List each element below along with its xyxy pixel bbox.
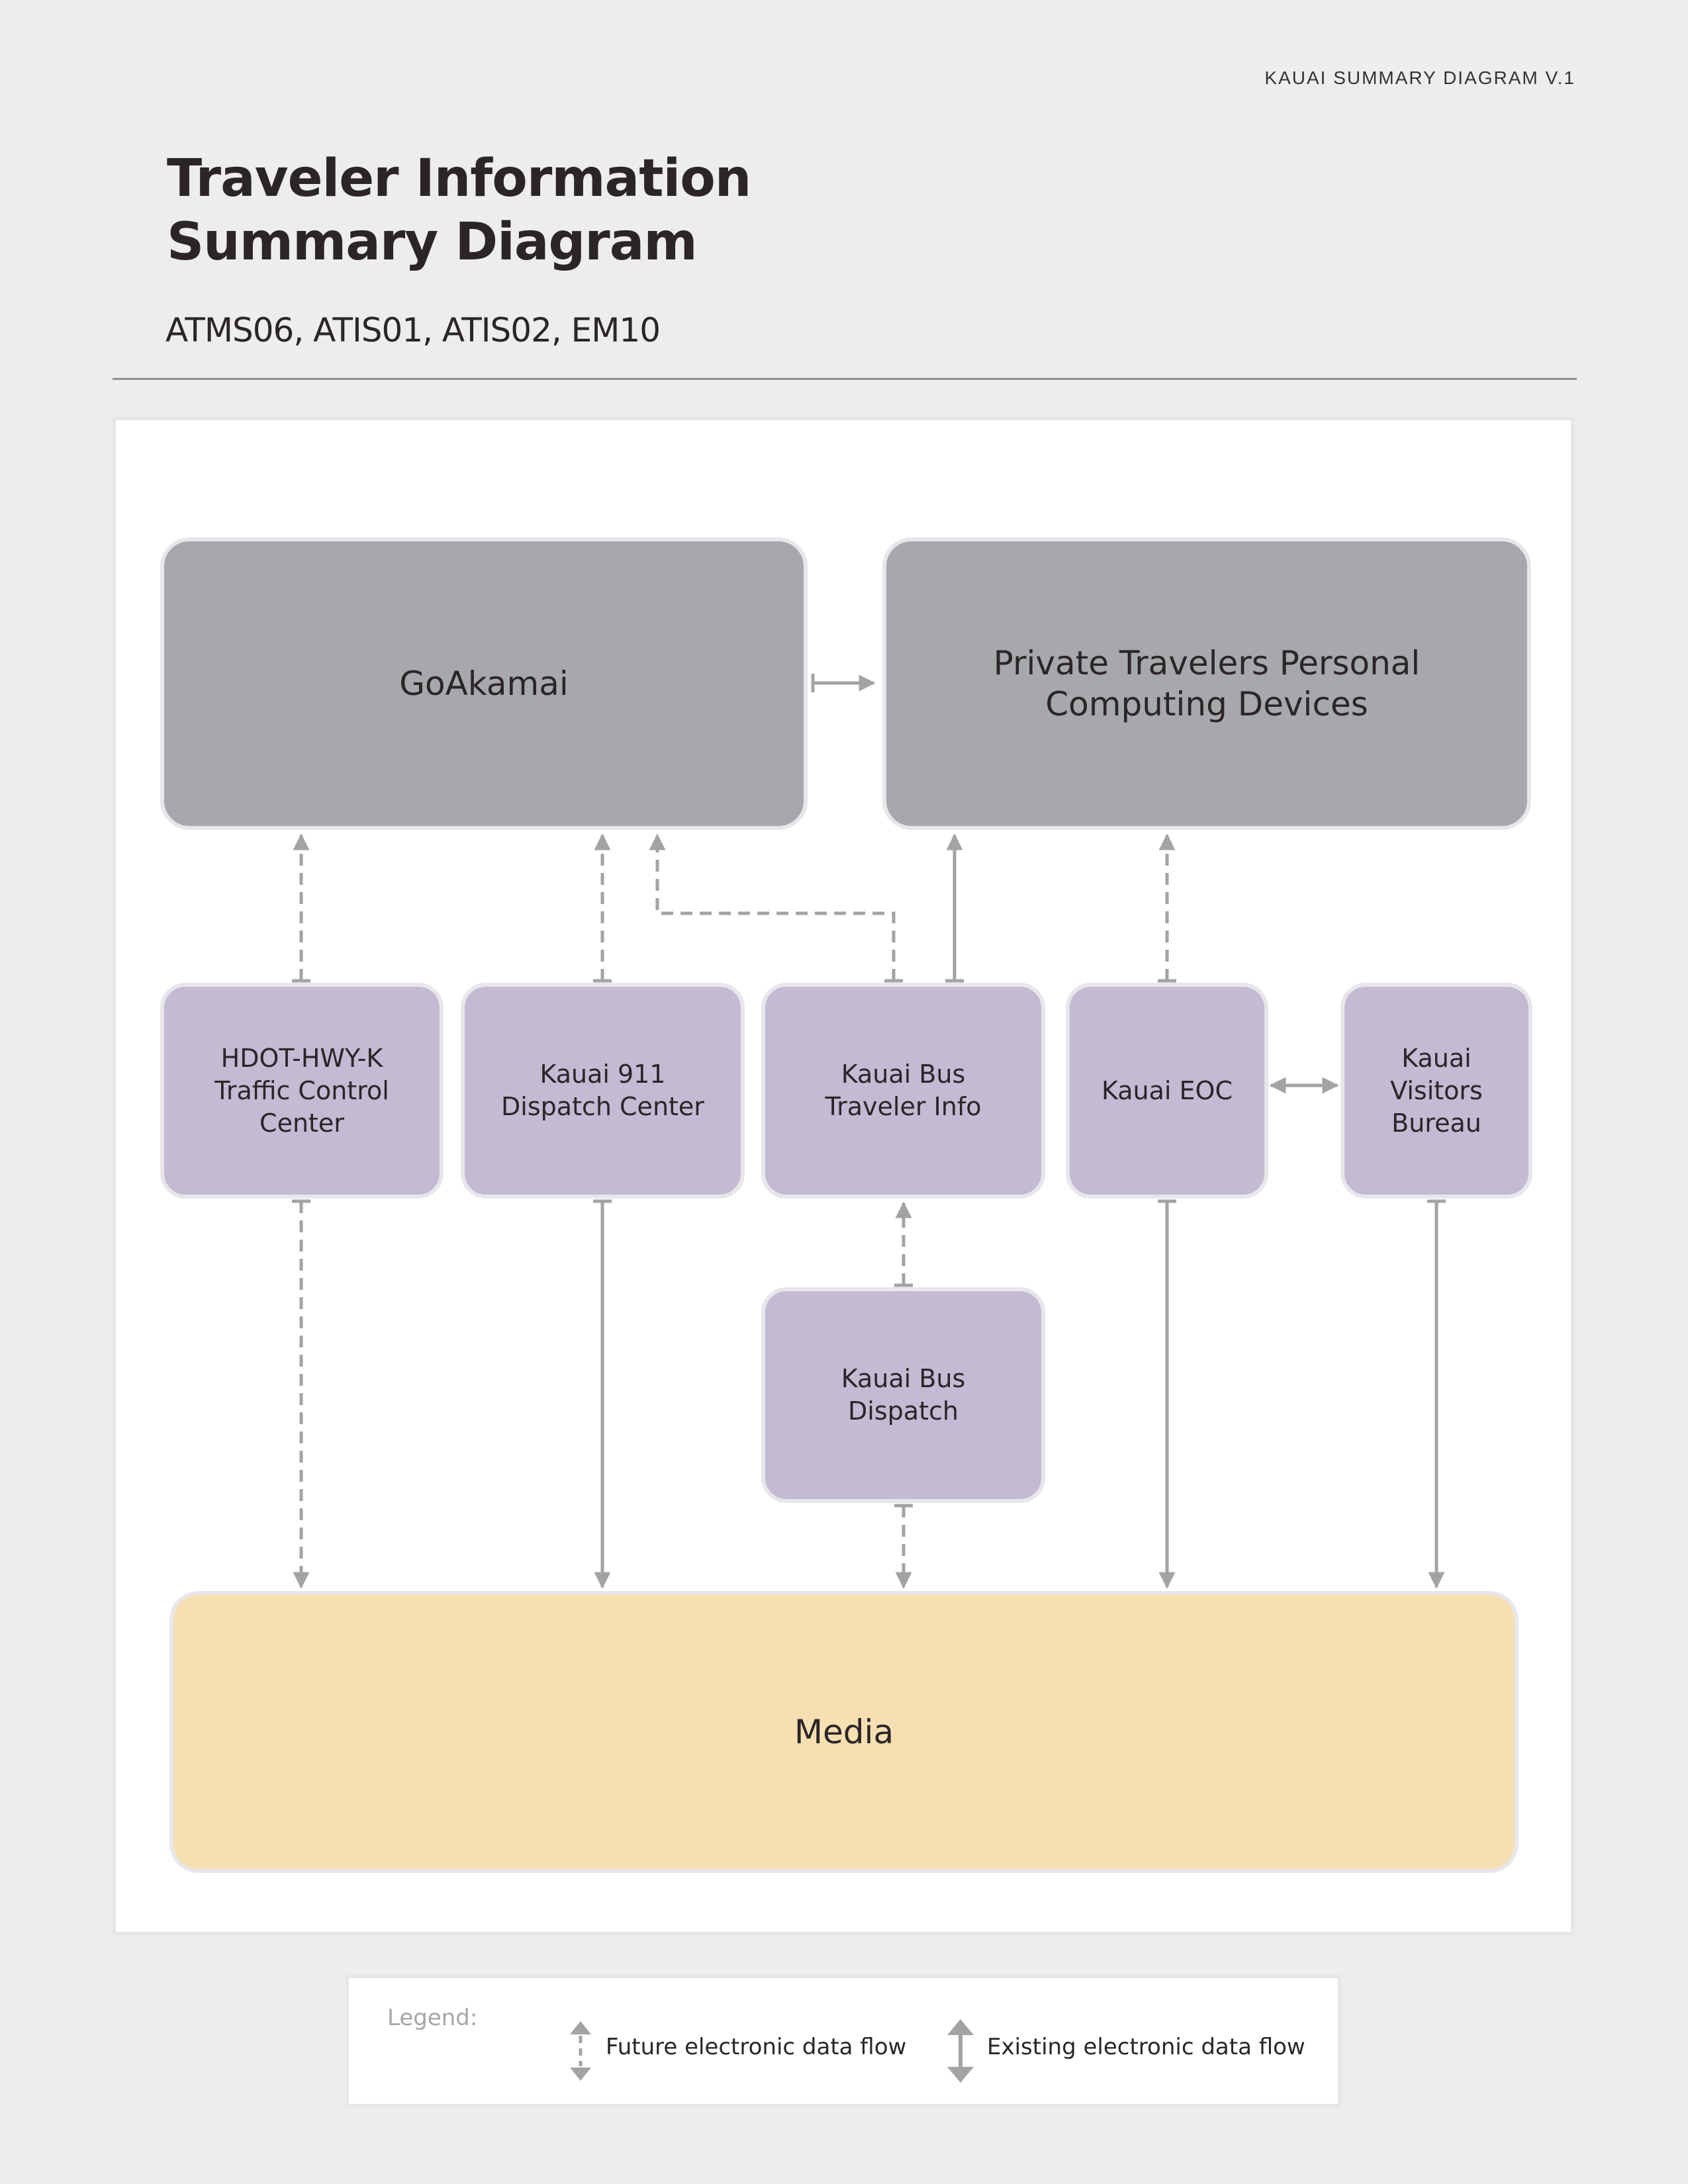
page-title: Traveler Information Summary Diagram [167, 147, 751, 274]
node-bus-traveler-info-label: Kauai Bus Traveler Info [825, 1060, 982, 1121]
legend-existing-label: Existing electronic data flow [987, 2034, 1305, 2060]
page-subtitle: ATMS06, ATIS01, ATIS02, EM10 [165, 311, 661, 349]
node-private-devices: Private Travelers Personal Computing Dev… [882, 537, 1531, 830]
existing-flow-icon [947, 2019, 974, 2083]
node-goakamai-label: GoAkamai [399, 664, 569, 703]
future-flow-icon [570, 2021, 591, 2081]
legend-title: Legend: [387, 2005, 478, 2031]
node-kauai-911: Kauai 911 Dispatch Center [461, 983, 745, 1199]
title-line-2: Summary Diagram [167, 212, 698, 272]
node-hdot-label: HDOT-HWY-K Traffic Control Center [214, 1043, 389, 1138]
node-goakamai: GoAkamai [160, 537, 808, 830]
legend: Legend: Future electronic data flow Exis… [346, 1975, 1341, 2107]
node-visitors-bureau: Kauai Visitors Bureau [1340, 983, 1532, 1199]
node-bus-dispatch: Kauai Bus Dispatch [761, 1287, 1045, 1503]
node-private-devices-label: Private Travelers Personal Computing Dev… [993, 644, 1421, 723]
node-bus-dispatch-label: Kauai Bus Dispatch [841, 1364, 966, 1426]
node-bus-traveler-info: Kauai Bus Traveler Info [761, 983, 1045, 1199]
node-visitors-bureau-label: Kauai Visitors Bureau [1390, 1043, 1483, 1138]
legend-future-label: Future electronic data flow [606, 2034, 907, 2060]
document-label: KAUAI SUMMARY DIAGRAM V.1 [1264, 68, 1575, 88]
title-line-1: Traveler Information [167, 149, 751, 208]
node-media-label: Media [794, 1713, 894, 1751]
node-media: Media [169, 1591, 1519, 1873]
node-hdot-traffic-control: HDOT-HWY-K Traffic Control Center [160, 983, 444, 1199]
header-divider [113, 378, 1577, 380]
node-kauai-eoc-label: Kauai EOC [1102, 1075, 1233, 1105]
node-kauai-eoc: Kauai EOC [1066, 983, 1268, 1199]
node-kauai-911-label: Kauai 911 Dispatch Center [501, 1060, 704, 1121]
